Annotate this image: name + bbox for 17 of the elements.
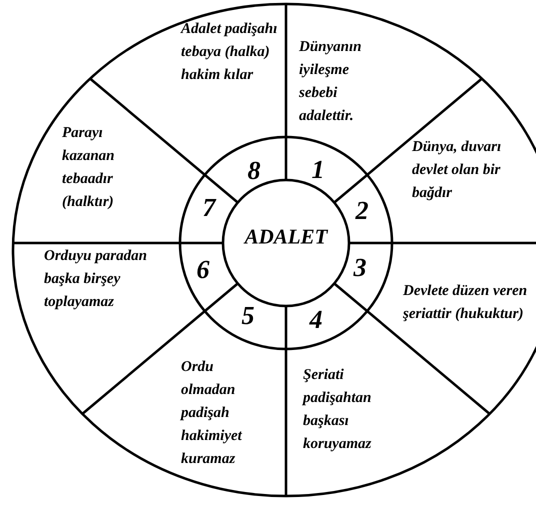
- center-label: ADALET: [244, 226, 328, 248]
- sector-text: Ordu olmadan padişah hakimiyet kuramaz: [181, 356, 271, 471]
- segment-number: 8: [248, 158, 260, 184]
- sector-text: Parayı kazanan tebaadır (halktır): [62, 122, 152, 214]
- sector-text: Devlete düzen veren şeriattir (hukuktur): [403, 280, 535, 326]
- segment-number: 6: [196, 257, 210, 283]
- sector-text: Dünya, duvarı devlet olan bir bağdır: [412, 136, 534, 205]
- segment-number: 7: [202, 195, 216, 221]
- sector-text: Orduyu paradan başka birşey toplayamaz: [44, 245, 149, 314]
- segment-number: 3: [354, 255, 366, 281]
- sector-text: Adalet padişahı tebaya (halka) hakim kılar: [181, 18, 281, 87]
- sector-text: Şeriati padişahtan başkası koruyamaz: [303, 364, 403, 456]
- segment-number: 1: [312, 157, 324, 183]
- segment-number: 2: [356, 198, 368, 224]
- segment-number: 4: [310, 307, 322, 333]
- sector-text: Dünyanın iyileşme sebebi adalettir.: [299, 36, 389, 128]
- segment-number: 5: [242, 303, 254, 329]
